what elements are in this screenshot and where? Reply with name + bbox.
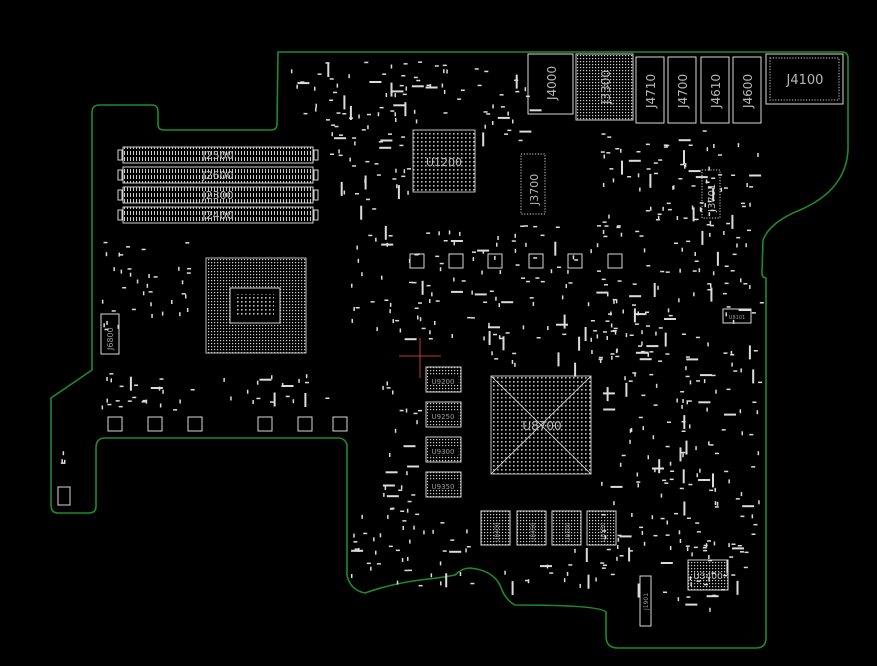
- chip-label-u8101: U8101: [729, 315, 745, 321]
- connector-label-j4700: J4700: [676, 74, 690, 109]
- crosshair-cursor: [399, 338, 441, 378]
- memory-chip-u8450[interactable]: U8450: [516, 510, 547, 546]
- dimm-slot-j2500[interactable]: J2500: [117, 146, 319, 164]
- smd-components: [60, 61, 764, 612]
- connector-label-j3700: J3700: [528, 174, 541, 206]
- dimm-slot-j2300[interactable]: J2300: [117, 186, 319, 204]
- connector-label-j4610: J4610: [709, 74, 723, 109]
- connector-j4700[interactable]: J4700: [667, 56, 697, 124]
- connector-j4000[interactable]: J4000: [527, 53, 574, 115]
- cpu-socket[interactable]: [205, 257, 307, 354]
- memory-chip-u8500[interactable]: U8500: [551, 510, 582, 546]
- dimm-label-j2300: J2300: [201, 189, 233, 202]
- memory-chip-u9200[interactable]: U9200: [425, 366, 462, 393]
- connector-j1901[interactable]: J1901: [639, 575, 652, 627]
- dimm-slot-j2600[interactable]: J2600: [117, 166, 319, 184]
- chip-label-u8700: U8700: [522, 419, 561, 433]
- vrm-row-left: [107, 416, 348, 432]
- connector-label-j1901: J1901: [643, 593, 650, 611]
- connector-label-j3300: J3300: [599, 70, 613, 105]
- memory-label-u8450: U8450: [530, 522, 537, 542]
- chip-u1200[interactable]: U1200: [412, 129, 476, 193]
- memory-chip-u8550[interactable]: U8550: [586, 510, 617, 546]
- connector-label-j4100: J4100: [786, 73, 824, 88]
- connector-j3700[interactable]: J3700: [520, 153, 546, 215]
- chip-u8700[interactable]: U8700: [490, 375, 592, 475]
- memory-chip-u9300[interactable]: U9300: [425, 436, 462, 463]
- connector-label-j4710: J4710: [644, 74, 658, 109]
- memory-chip-u9250[interactable]: U9250: [425, 401, 462, 428]
- connector-label-j4600: J4600: [741, 74, 755, 109]
- chip-u3400[interactable]: U3400: [687, 559, 729, 591]
- connector-j4710[interactable]: J4710: [635, 56, 665, 124]
- memory-label-u9200: U9200: [432, 378, 455, 386]
- memory-label-u9350: U9350: [432, 483, 455, 491]
- dimm-label-j2600: J2600: [201, 169, 233, 182]
- board-outline: [50, 51, 849, 649]
- memory-chip-u8400[interactable]: U8400: [480, 510, 511, 546]
- dimm-label-j2500: J2500: [201, 149, 233, 162]
- memory-label-u8400: U8400: [494, 522, 501, 542]
- memory-chip-u9350[interactable]: U9350: [425, 471, 462, 498]
- connector-j4600[interactable]: J4600: [732, 56, 762, 124]
- memory-label-u8550: U8550: [600, 522, 607, 542]
- connector-j4100[interactable]: J4100: [765, 53, 844, 105]
- memory-label-u8500: U8500: [565, 522, 572, 542]
- dimm-label-j2400: J2400: [201, 209, 233, 222]
- connector-j4610[interactable]: J4610: [700, 56, 730, 124]
- memory-label-u9300: U9300: [432, 448, 455, 456]
- bottom-left-pad: [57, 486, 71, 506]
- dimm-slot-j2400[interactable]: J2400: [117, 206, 319, 224]
- chip-label-u1200: U1200: [426, 156, 462, 169]
- connector-label-j4000: J4000: [545, 66, 559, 101]
- chip-u8101[interactable]: U8101: [722, 308, 752, 324]
- chip-label-u3400: U3400: [693, 572, 723, 582]
- connector-j6800[interactable]: J6800: [100, 313, 120, 355]
- connector-j3300[interactable]: J3300: [575, 53, 634, 121]
- memory-label-u9250: U9250: [432, 413, 455, 421]
- connector-label-j6800: J6800: [106, 327, 115, 351]
